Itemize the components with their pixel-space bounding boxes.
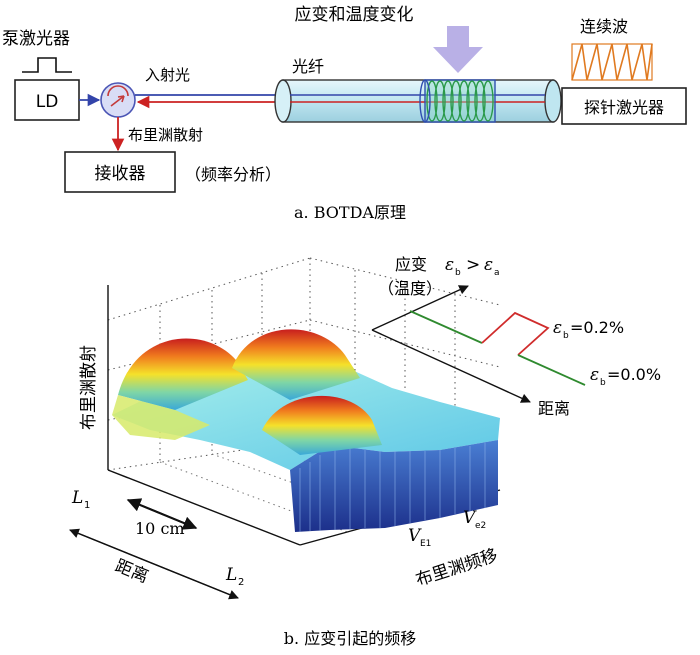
- l2-label: L: [225, 565, 237, 585]
- floor-front-edge: [107, 469, 301, 546]
- pump-pulse-icon: [22, 57, 72, 73]
- freq-shift-label: 布里渊频移: [413, 545, 500, 590]
- l1-label: L: [71, 488, 83, 508]
- brillouin-scattering-label: 布里渊散射: [128, 126, 203, 144]
- circulator-arrow-icon: [107, 85, 129, 97]
- fiber-left-end: [274, 79, 292, 123]
- eps-a-symbol: ε: [484, 255, 493, 275]
- probe-laser-label: 探针激光器: [584, 98, 664, 117]
- caption-a: a. BOTDA原理: [294, 203, 406, 222]
- strain-profile-red: [481, 311, 550, 356]
- probe-laser-box: [561, 87, 687, 125]
- receiver-box: [64, 151, 176, 193]
- v-e2-label: V: [463, 508, 477, 528]
- pump-laser-label: 泵激光器: [2, 29, 70, 49]
- eps-b-2-symbol: ε: [553, 318, 562, 338]
- v-e1-label: V: [408, 526, 422, 546]
- eps-b-3-sub: b: [600, 378, 606, 388]
- v-e1-sub: E1: [420, 539, 431, 549]
- strain-arrow-icon: [433, 26, 483, 73]
- gt-symbol: >: [466, 255, 480, 275]
- eps-b-sub: b: [455, 268, 461, 278]
- incident-light-label: 入射光: [145, 66, 190, 84]
- caption-b: b. 应变引起的频移: [284, 629, 416, 648]
- strain-profile-green-2: [517, 354, 586, 386]
- eps-a-sub: a: [494, 268, 500, 278]
- fiber-right-end: [544, 79, 562, 123]
- strain-axis-arrow: [371, 285, 469, 331]
- l1-sub: 1: [84, 500, 90, 511]
- fiber-body: [282, 79, 554, 123]
- strain-value-2: =0.0%: [607, 365, 661, 384]
- distance-axis-arrow: [371, 329, 531, 403]
- continuous-wave-label: 连续波: [580, 17, 628, 36]
- strain-label: 应变: [395, 255, 427, 274]
- eps-b-symbol: ε: [445, 255, 454, 275]
- freq-analysis-label: （频率分析）: [185, 165, 281, 184]
- fiber-label: 光纤: [292, 57, 324, 76]
- brillouin-surface: [112, 329, 500, 532]
- strain-coil-icon: [426, 80, 494, 122]
- temp-label: （温度）: [378, 279, 442, 298]
- strain-profile-green-1: [409, 310, 483, 344]
- strain-temp-change-label: 应变和温度变化: [295, 5, 414, 25]
- eps-b-2-sub: b: [563, 331, 569, 341]
- v-e2-sub: e2: [475, 521, 486, 531]
- y-axis-label: 布里渊散射: [79, 345, 99, 430]
- strain-value-1: =0.2%: [570, 318, 624, 337]
- distance-label-right: 距离: [538, 399, 570, 418]
- continuous-wave-icon: [571, 43, 653, 81]
- ld-box: [14, 79, 80, 121]
- ten-cm-label: 10 cm: [135, 519, 185, 538]
- receiver-label: 接收器: [95, 164, 146, 184]
- l2-sub: 2: [238, 577, 244, 588]
- eps-b-3-symbol: ε: [590, 365, 599, 385]
- ld-label: LD: [36, 92, 59, 112]
